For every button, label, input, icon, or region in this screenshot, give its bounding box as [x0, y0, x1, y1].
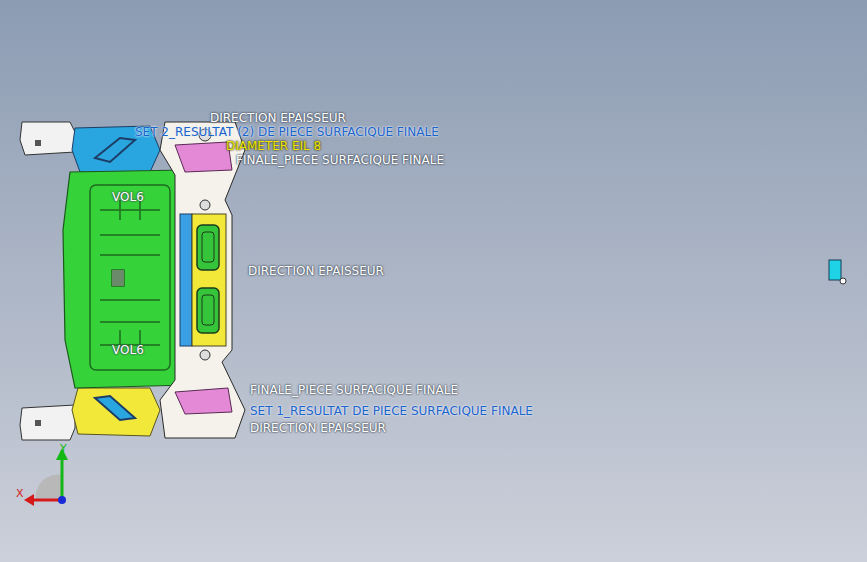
direction-label: DIRECTION EPAISSEUR	[210, 111, 346, 125]
svg-text:X: X	[16, 487, 24, 500]
direction-label: DIRECTION EPAISSEUR	[248, 264, 384, 278]
surface-label: FINALE_PIECE SURFACIQUE FINALE	[236, 153, 444, 167]
volume-label: VOL6	[112, 190, 144, 204]
set-label: SET 1_RESULTAT DE PIECE SURFACIQUE FINAL…	[250, 404, 533, 418]
surface-label: FINALE_PIECE SURFACIQUE FINALE	[250, 383, 458, 397]
set-label: SET 2_RESULTAT (2) DE PIECE SURFACIQUE F…	[135, 125, 439, 139]
svg-text:Y: Y	[59, 442, 67, 455]
volume-label: VOL6	[112, 343, 144, 357]
direction-label: DIRECTION EPAISSEUR	[250, 421, 386, 435]
diameter-label: DIAMETER EIL 8	[226, 139, 321, 153]
